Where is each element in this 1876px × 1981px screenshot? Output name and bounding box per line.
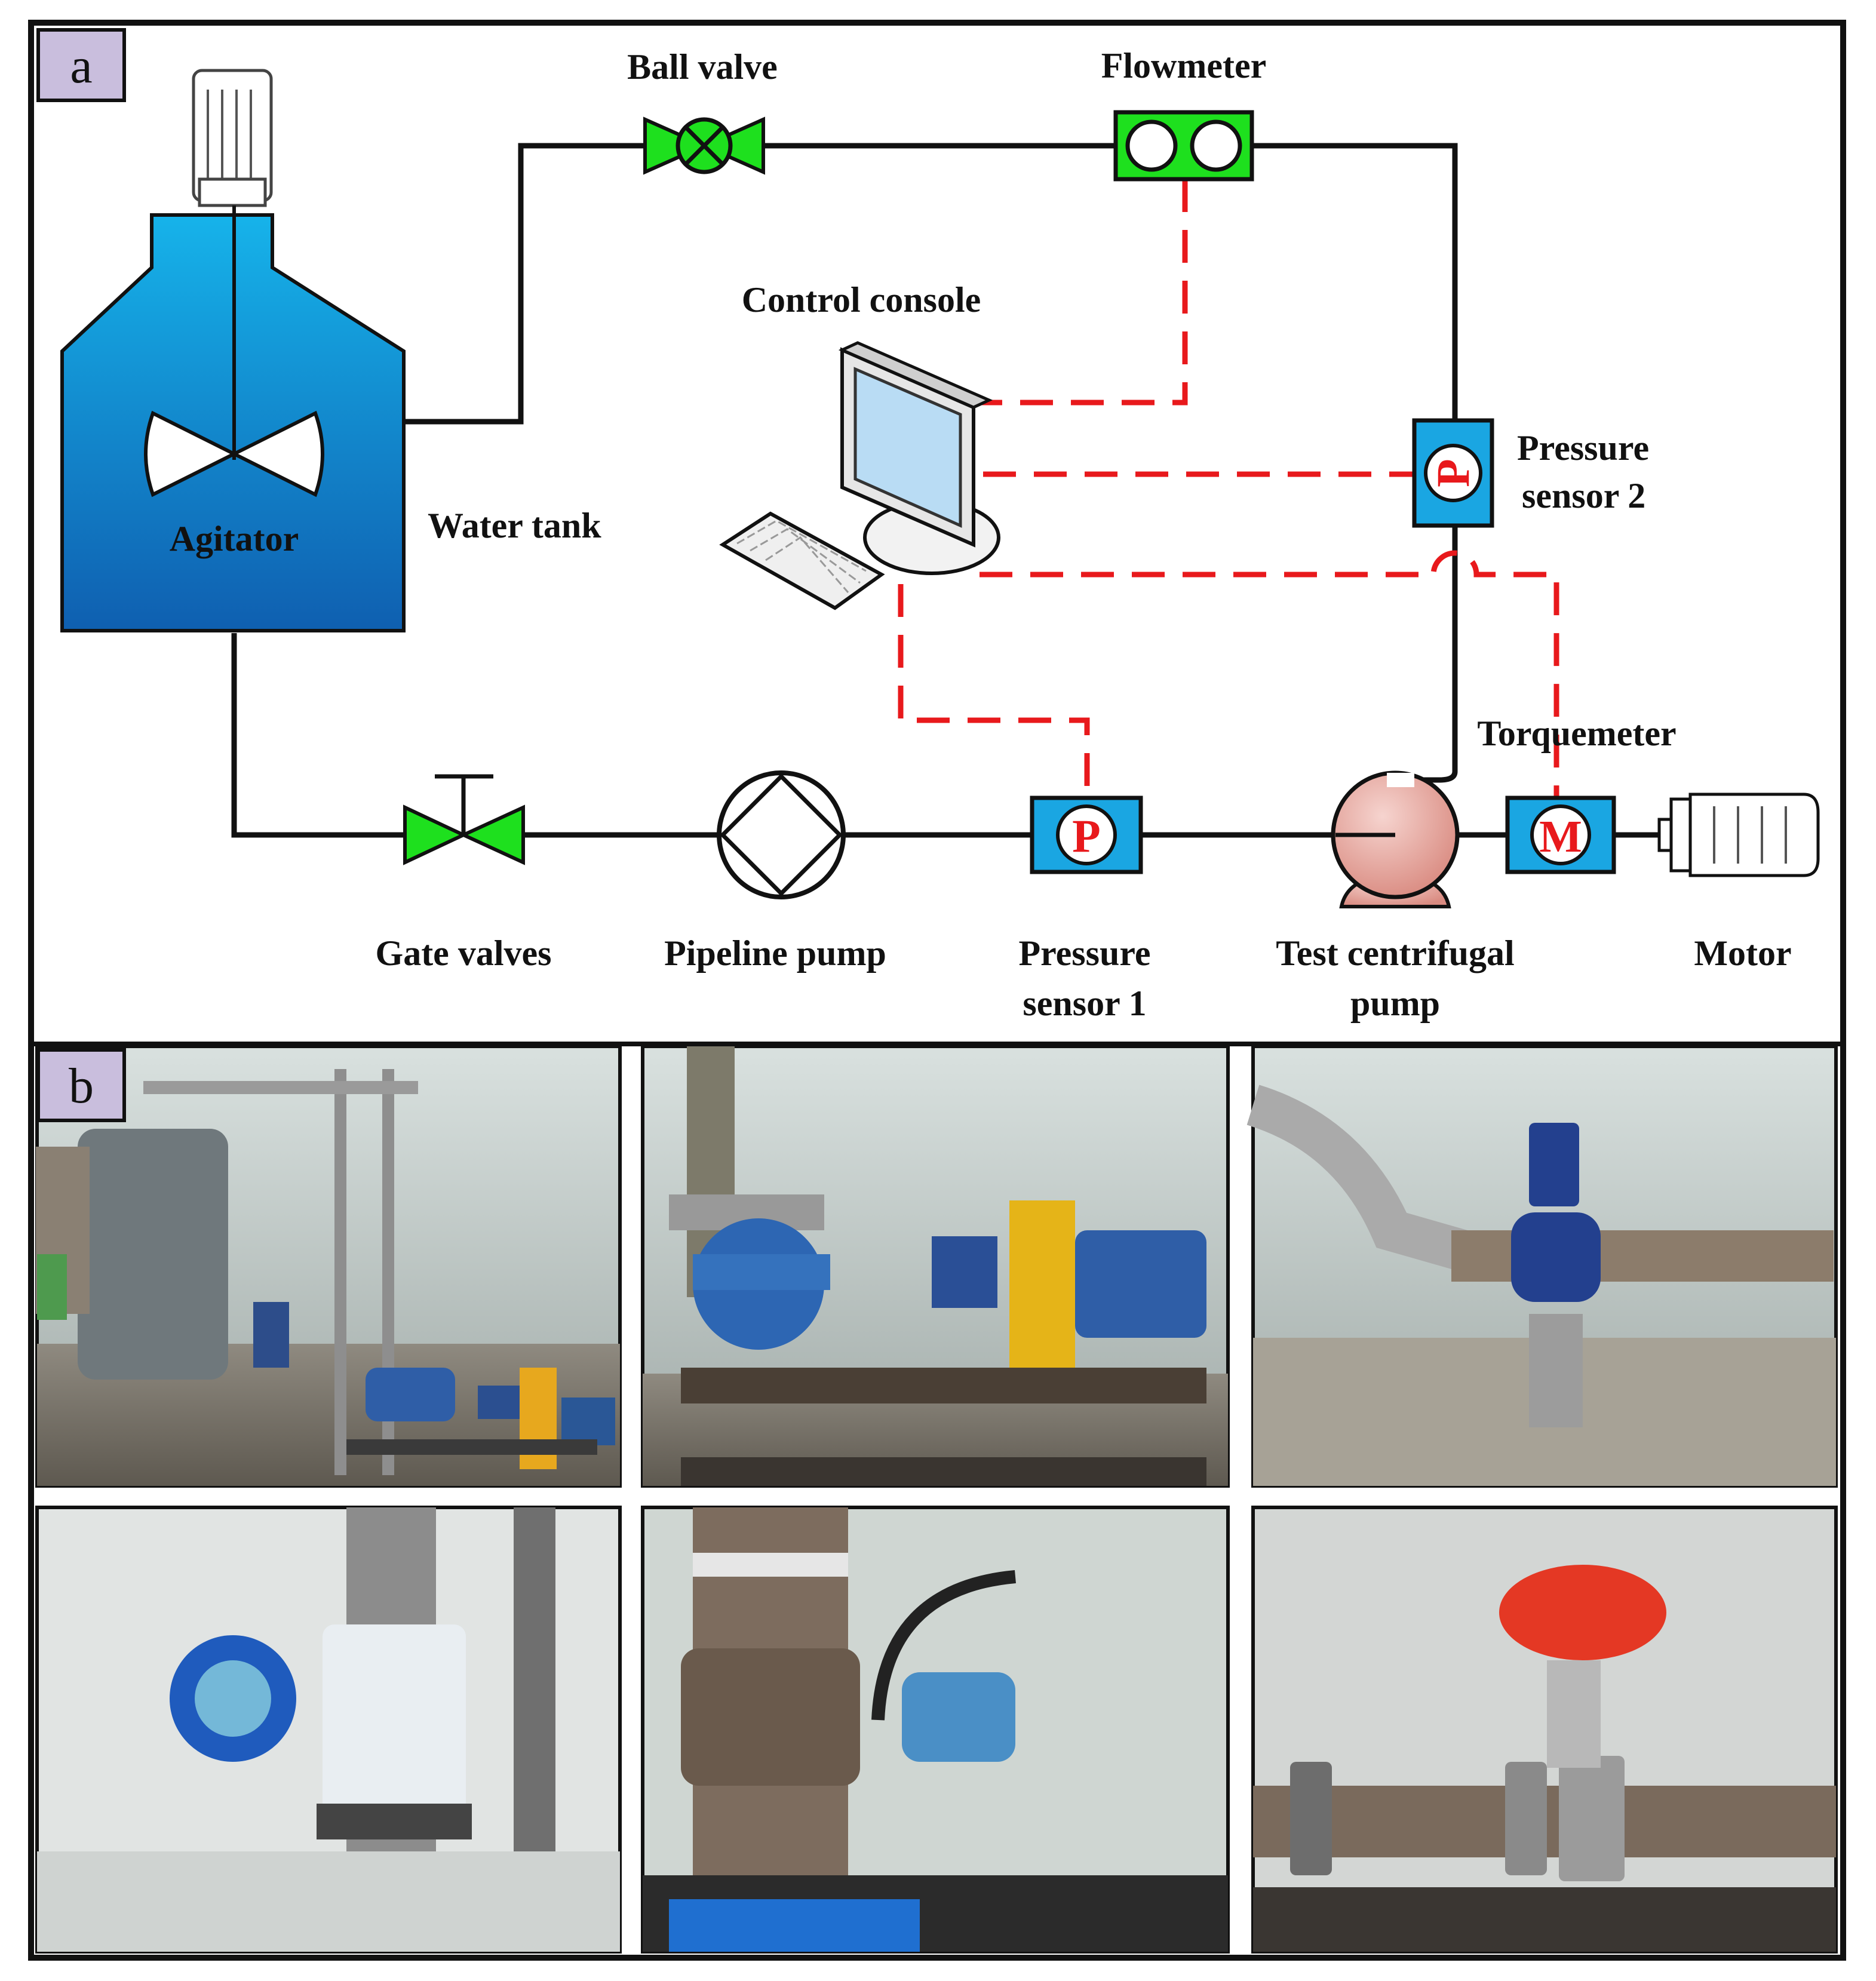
photo-electric-valve (1251, 1506, 1838, 1954)
pressure-sensor-1-label-line1: Pressure (1018, 933, 1150, 973)
computer-icon (719, 341, 1000, 610)
pressure-sensor-1-label-line2: sensor 1 (1023, 984, 1146, 1023)
pressure-sensor-2-label-line2: sensor 2 (1522, 476, 1645, 515)
photo-pressure-sensor (641, 1506, 1230, 1954)
water-tank-label: Water tank (428, 506, 601, 545)
panel-b-letter: b (69, 1058, 94, 1114)
water-tank: Agitator (60, 69, 406, 632)
panel-a-tab (36, 28, 126, 102)
panel-b-tab (36, 1048, 126, 1122)
pipeline (231, 143, 1659, 838)
pipeline-pump-symbol (717, 770, 846, 899)
torquemeter-letter: M (1539, 812, 1582, 862)
photo-flowmeter (35, 1506, 622, 1954)
flowmeter-label: Flowmeter (1101, 46, 1267, 85)
torquemeter-symbol: M (1505, 796, 1616, 874)
photo-centrifugal-pump-motor (641, 1045, 1230, 1488)
photo-pipeline-pump (1246, 1045, 1838, 1488)
monitor-screen (853, 367, 962, 528)
test-pump-label-line2: pump (1350, 984, 1440, 1023)
pressure-sensor-1-letter: P (1072, 810, 1101, 862)
panel-b: b (35, 1045, 1838, 1954)
pipeline-pump-label: Pipeline pump (664, 933, 886, 973)
gate-valves-label: Gate valves (376, 933, 552, 973)
torquemeter-label: Torquemeter (1477, 714, 1676, 753)
motor-label: Motor (1694, 933, 1791, 973)
test-pump-label-line1: Test centrifugal (1276, 933, 1514, 973)
monitor-side (838, 341, 993, 409)
pressure-sensor-2-letter: P (1427, 459, 1479, 487)
gate-valve-symbol (403, 774, 525, 865)
panel-a: a (36, 28, 1820, 1023)
keyboard-icon (719, 511, 885, 610)
signal-lines (898, 179, 1559, 800)
pressure-sensor-2-label-line1: Pressure (1517, 428, 1649, 468)
control-console-label: Control console (742, 280, 981, 320)
test-centrifugal-pump-symbol (1331, 770, 1460, 908)
ball-valve-symbol (643, 116, 765, 175)
ball-valve-label: Ball valve (627, 47, 778, 87)
flowmeter-symbol (1113, 110, 1254, 182)
agitator-impeller (144, 410, 324, 497)
pressure-sensor-1-symbol: P (1030, 796, 1143, 874)
motor-symbol (1657, 793, 1820, 877)
photo-test-rig-overview (35, 1045, 622, 1488)
panel-a-letter: a (70, 38, 92, 94)
agitator-label: Agitator (170, 519, 299, 558)
pressure-sensor-2-symbol: P (1412, 418, 1494, 528)
